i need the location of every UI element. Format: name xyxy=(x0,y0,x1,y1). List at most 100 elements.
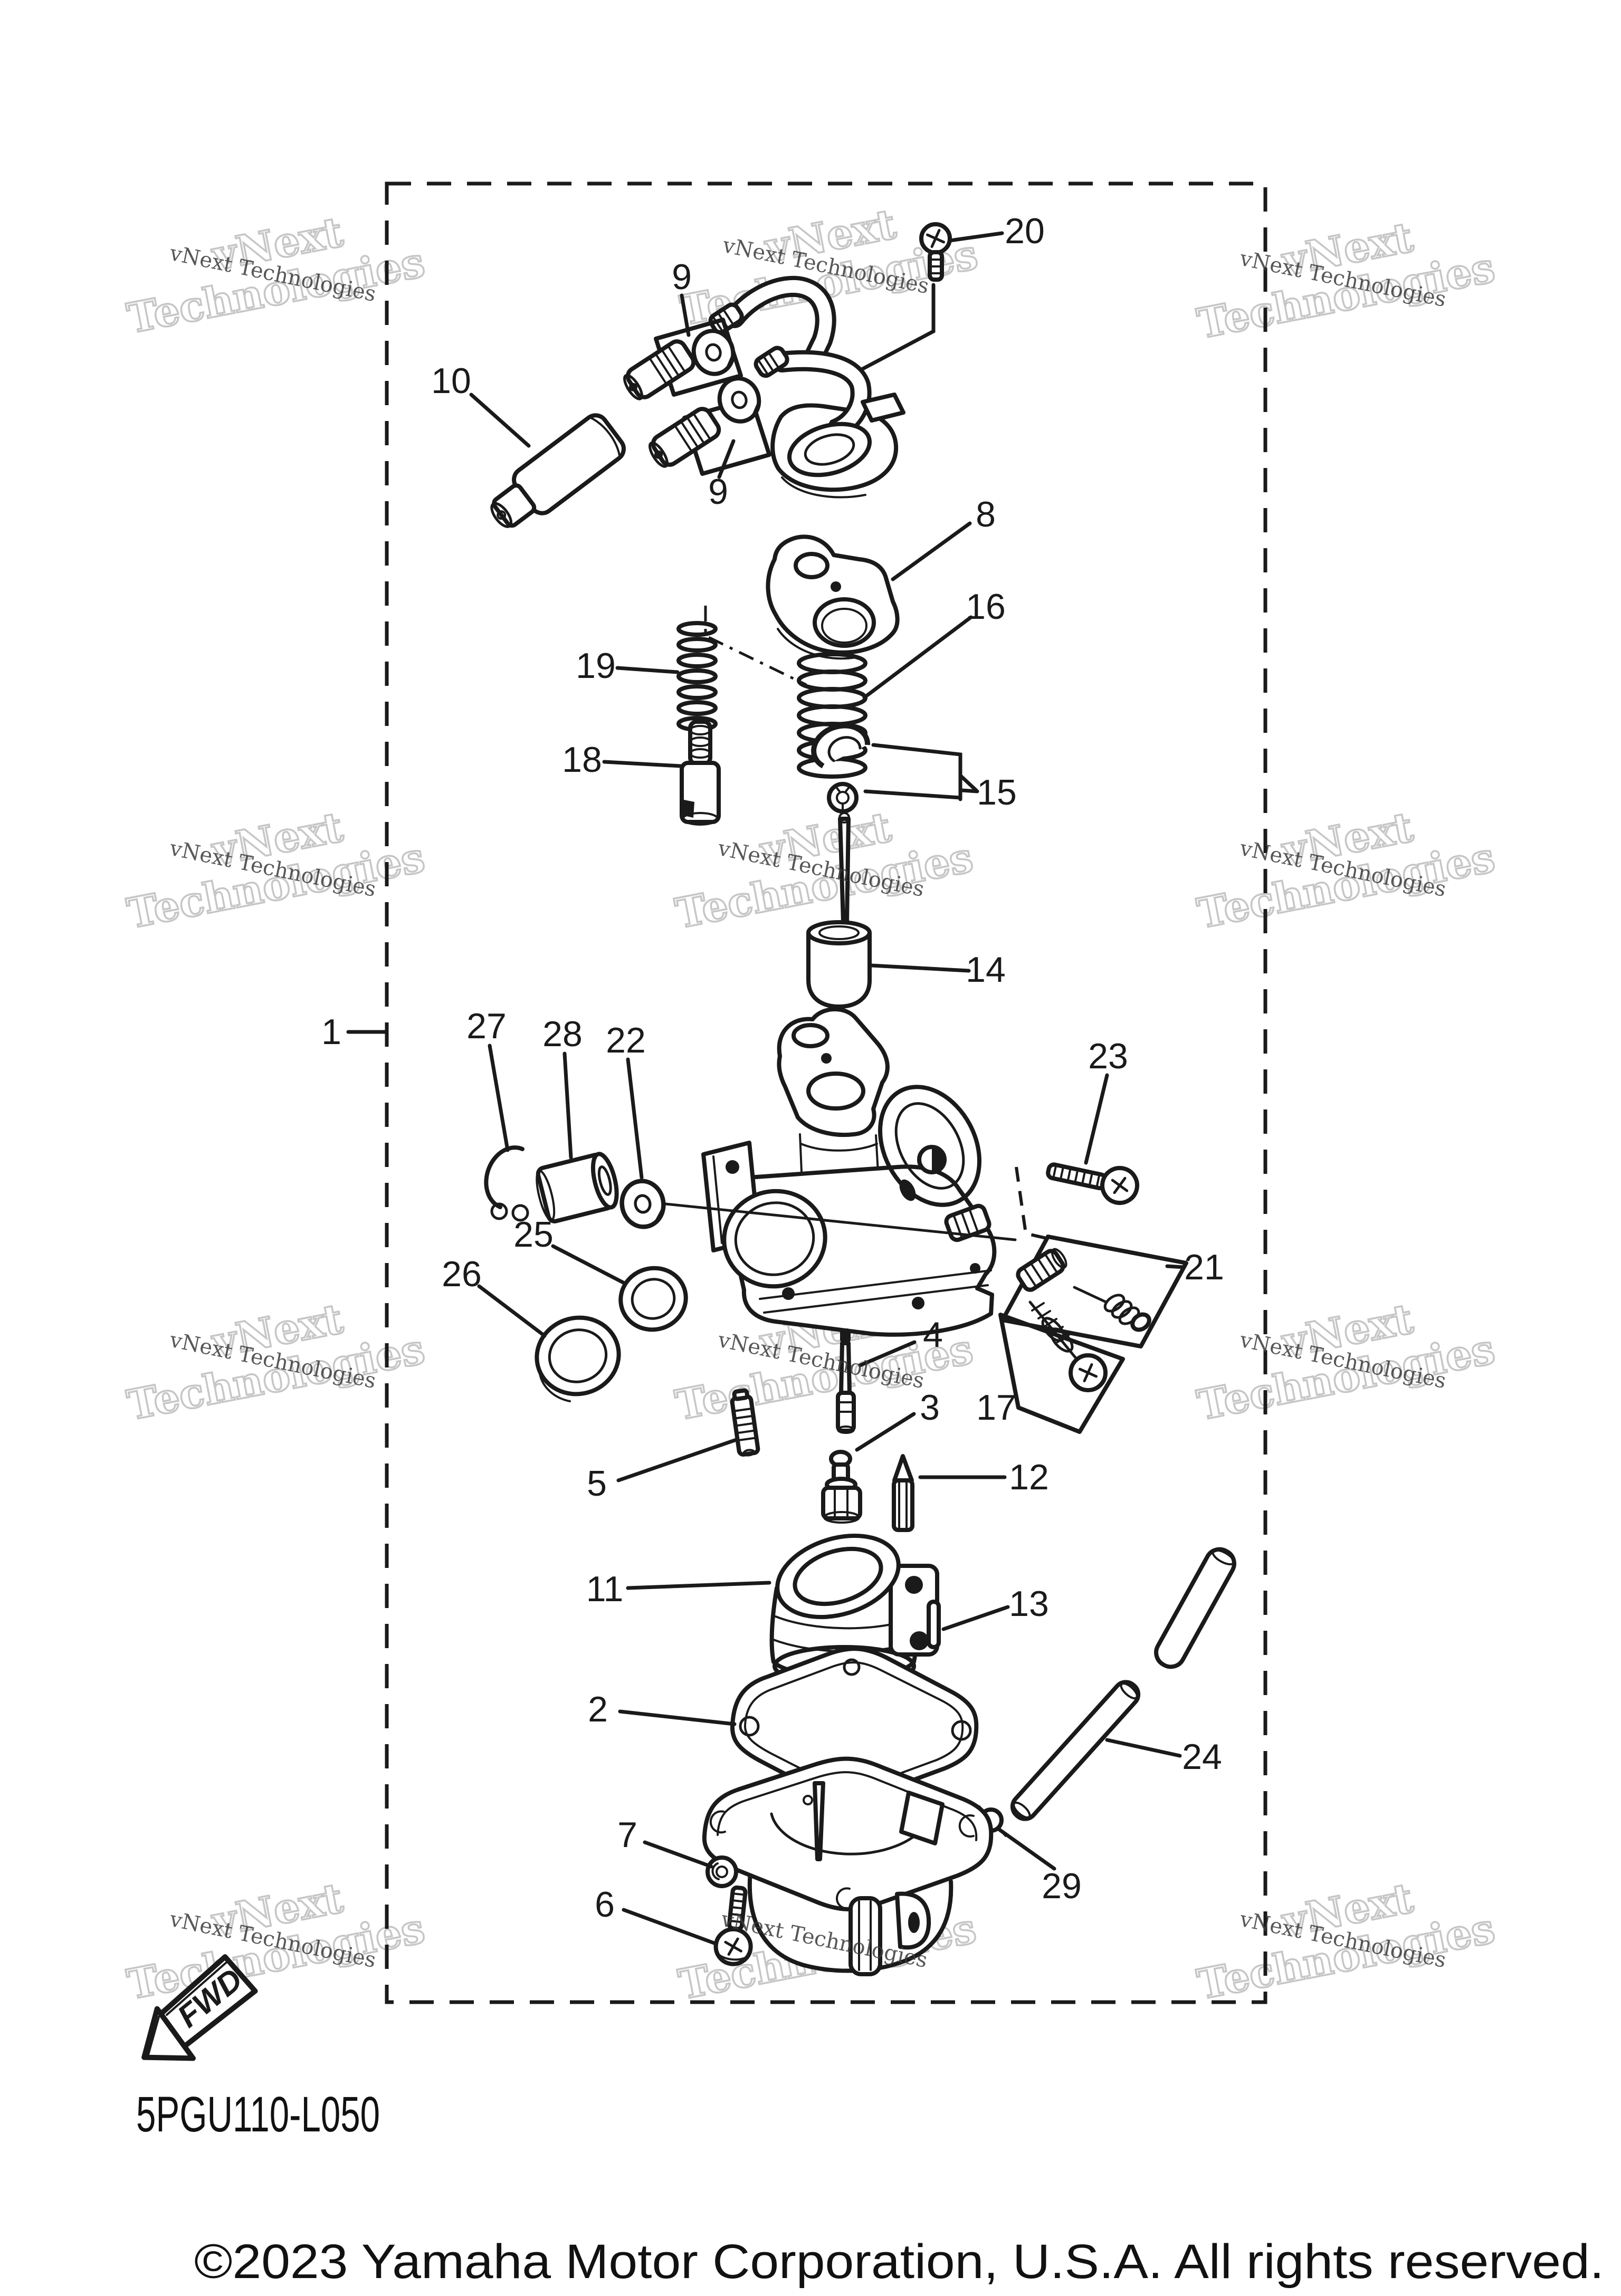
part-18-valve-seat xyxy=(680,720,721,826)
callout-1: 1 xyxy=(321,1012,341,1052)
part-17-stop-screw xyxy=(998,1300,1125,1434)
copyright-text: ©2023 Yamaha Motor Corporation, U.S.A. A… xyxy=(194,2235,1604,2289)
callout-6: 6 xyxy=(595,1884,615,1925)
leader-line-6 xyxy=(622,1908,718,1946)
part-fuel-joint xyxy=(708,275,905,499)
leader-line-22 xyxy=(626,1057,644,1180)
callout-16: 16 xyxy=(966,587,1006,627)
leader-line-13 xyxy=(941,1605,1010,1631)
callout-11: 11 xyxy=(586,1569,624,1609)
joint-nipple-lower xyxy=(754,346,789,378)
jet-upper xyxy=(623,339,696,400)
seat-notch xyxy=(684,800,694,818)
callout-28: 28 xyxy=(542,1014,583,1054)
pilot-screw xyxy=(1073,1286,1151,1332)
part-13-pin xyxy=(927,1600,941,1649)
leader-line-15 xyxy=(959,788,979,793)
callout-14: 14 xyxy=(966,950,1006,990)
part-26-seal xyxy=(535,1315,621,1402)
part-21-pilot-set xyxy=(1000,1235,1188,1348)
leader-line-10 xyxy=(469,393,531,448)
callout-25: 25 xyxy=(513,1214,554,1255)
part-20-link-line xyxy=(854,283,936,375)
leader-line-9 xyxy=(680,293,691,337)
jet-lower xyxy=(649,407,721,468)
fwd-head xyxy=(141,2006,196,2061)
bowl-corner-cuts xyxy=(709,1810,975,1910)
plate-hole-small xyxy=(794,552,829,579)
stop-screw xyxy=(1028,1300,1108,1392)
part-10-plunger-cap xyxy=(490,413,626,528)
callout-21: 21 xyxy=(1184,1247,1224,1287)
leader-line-4 xyxy=(858,1340,917,1367)
diagram-code: 5PGU110-L050 xyxy=(136,2087,380,2142)
callout-8: 8 xyxy=(976,494,996,534)
callout-26: 26 xyxy=(442,1254,482,1294)
part-20-screw xyxy=(854,222,952,375)
callout-15: 15 xyxy=(977,772,1017,812)
leader-line-27 xyxy=(488,1044,510,1152)
bowl-notch xyxy=(899,1791,945,1845)
joint-bore xyxy=(775,1533,901,1620)
callout-29: 29 xyxy=(1042,1866,1082,1906)
callout-20: 20 xyxy=(1005,211,1045,251)
leader-line-16 xyxy=(862,615,973,700)
callout-9: 9 xyxy=(708,472,728,512)
callout-7: 7 xyxy=(617,1815,637,1855)
part-23-screw xyxy=(1046,1162,1139,1205)
part-27-clip xyxy=(484,1145,529,1222)
leader-line-8 xyxy=(891,521,972,581)
needle-clip xyxy=(811,723,871,769)
stop-panel xyxy=(998,1313,1125,1434)
callout-4: 4 xyxy=(923,1315,943,1355)
carburetor-body xyxy=(654,1007,1054,1337)
plate-dot xyxy=(831,581,841,592)
plate-hole-large xyxy=(813,597,876,648)
leader-line-7 xyxy=(643,1840,713,1869)
pilot-panel xyxy=(1000,1235,1188,1348)
leader-line-20 xyxy=(948,231,1004,243)
leader-line-28 xyxy=(562,1051,573,1160)
float-bowl xyxy=(702,1756,994,1976)
part-22-nut xyxy=(618,1178,667,1230)
jet-nut-upper xyxy=(689,327,738,378)
callout-19: 19 xyxy=(576,646,616,686)
body-throttle-disc xyxy=(878,1085,981,1207)
callout-3: 3 xyxy=(920,1388,940,1428)
leader-line-19 xyxy=(615,666,680,674)
diagram-border xyxy=(385,181,1267,2004)
callout-27: 27 xyxy=(466,1006,507,1046)
leader-line-25 xyxy=(551,1244,626,1285)
part-28-collar xyxy=(536,1152,619,1223)
callout-24: 24 xyxy=(1182,1737,1222,1777)
leader-line-26 xyxy=(477,1284,547,1338)
part-14-throttle-valve xyxy=(806,920,872,1009)
callout-17: 17 xyxy=(976,1388,1016,1428)
leader-line-3 xyxy=(855,1412,916,1452)
part-3-main-jet xyxy=(821,1450,862,1524)
part-7-washer xyxy=(705,1855,738,1888)
callout-23: 23 xyxy=(1088,1036,1128,1076)
body-dashed-line xyxy=(1015,1166,1054,1241)
leader-line-29 xyxy=(997,1828,1056,1871)
part-12-needle-valve xyxy=(892,1454,914,1532)
callout-13: 13 xyxy=(1009,1584,1049,1624)
callout-12: 12 xyxy=(1009,1457,1049,1497)
leader-line-24 xyxy=(1105,1738,1182,1758)
callout-5: 5 xyxy=(587,1463,607,1504)
part-6-screw xyxy=(713,1885,753,1966)
body-flange-edges xyxy=(759,1269,992,1314)
part-4-needle-jet xyxy=(836,1328,856,1434)
part-15-bracket xyxy=(863,743,978,801)
leader-line-21 xyxy=(1165,1264,1186,1269)
part-24-drain-tube xyxy=(1010,1547,1236,1821)
part-9-jets xyxy=(623,318,771,476)
callout-22: 22 xyxy=(606,1020,646,1060)
callout-10: 10 xyxy=(431,361,471,401)
callout-2: 2 xyxy=(588,1689,608,1729)
leader-line-9 xyxy=(717,439,736,479)
part-19-spring xyxy=(676,621,718,732)
joint-nipple-upper xyxy=(708,302,744,335)
